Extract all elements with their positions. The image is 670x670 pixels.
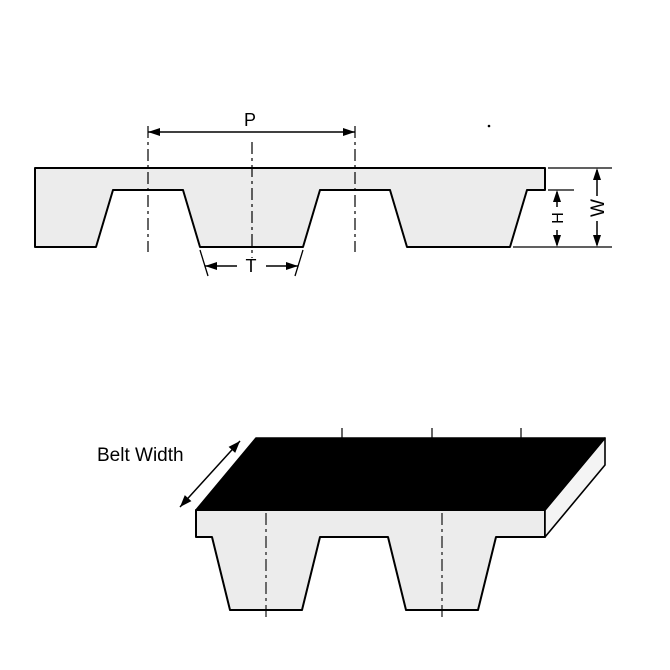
tooth-width-label: T: [246, 256, 257, 276]
tooth-width-arrow-right: [286, 262, 298, 270]
belt-profile: [34, 167, 546, 248]
belt-thickness-dimension: W: [548, 167, 612, 247]
stray-dot: [487, 124, 491, 128]
belt-width-dimension: Belt Width: [97, 440, 241, 508]
height-label: H: [550, 212, 567, 224]
belt-width-arrowhead-lower: [180, 495, 192, 507]
pitch-arrow-left: [148, 128, 160, 136]
tooth-width-ext-right: [294, 249, 304, 277]
belt-3d-view: Belt Width: [97, 428, 606, 618]
tooth-height-dimension: H: [513, 189, 612, 248]
thickness-arrow-up: [593, 168, 601, 180]
tooth-width-dimension: T: [199, 249, 304, 277]
tooth-width-arrow-left: [205, 262, 217, 270]
belt-top-face: [195, 437, 606, 511]
tooth-width-ext-left: [199, 249, 209, 277]
thickness-arrow-down: [593, 235, 601, 247]
pitch-arrow-right: [343, 128, 355, 136]
belt-width-arrow-line: [179, 440, 241, 508]
belt-width-arrowhead-upper: [228, 441, 240, 453]
thickness-label: W: [588, 199, 609, 217]
belt-cross-section-view: P T H W: [34, 110, 612, 277]
height-arrow-up: [553, 190, 561, 202]
pitch-label: P: [244, 110, 256, 130]
belt-width-label: Belt Width: [97, 445, 184, 466]
height-arrow-down: [553, 235, 561, 247]
belt-front-face: [195, 509, 546, 611]
pitch-dimension: P: [148, 110, 355, 136]
